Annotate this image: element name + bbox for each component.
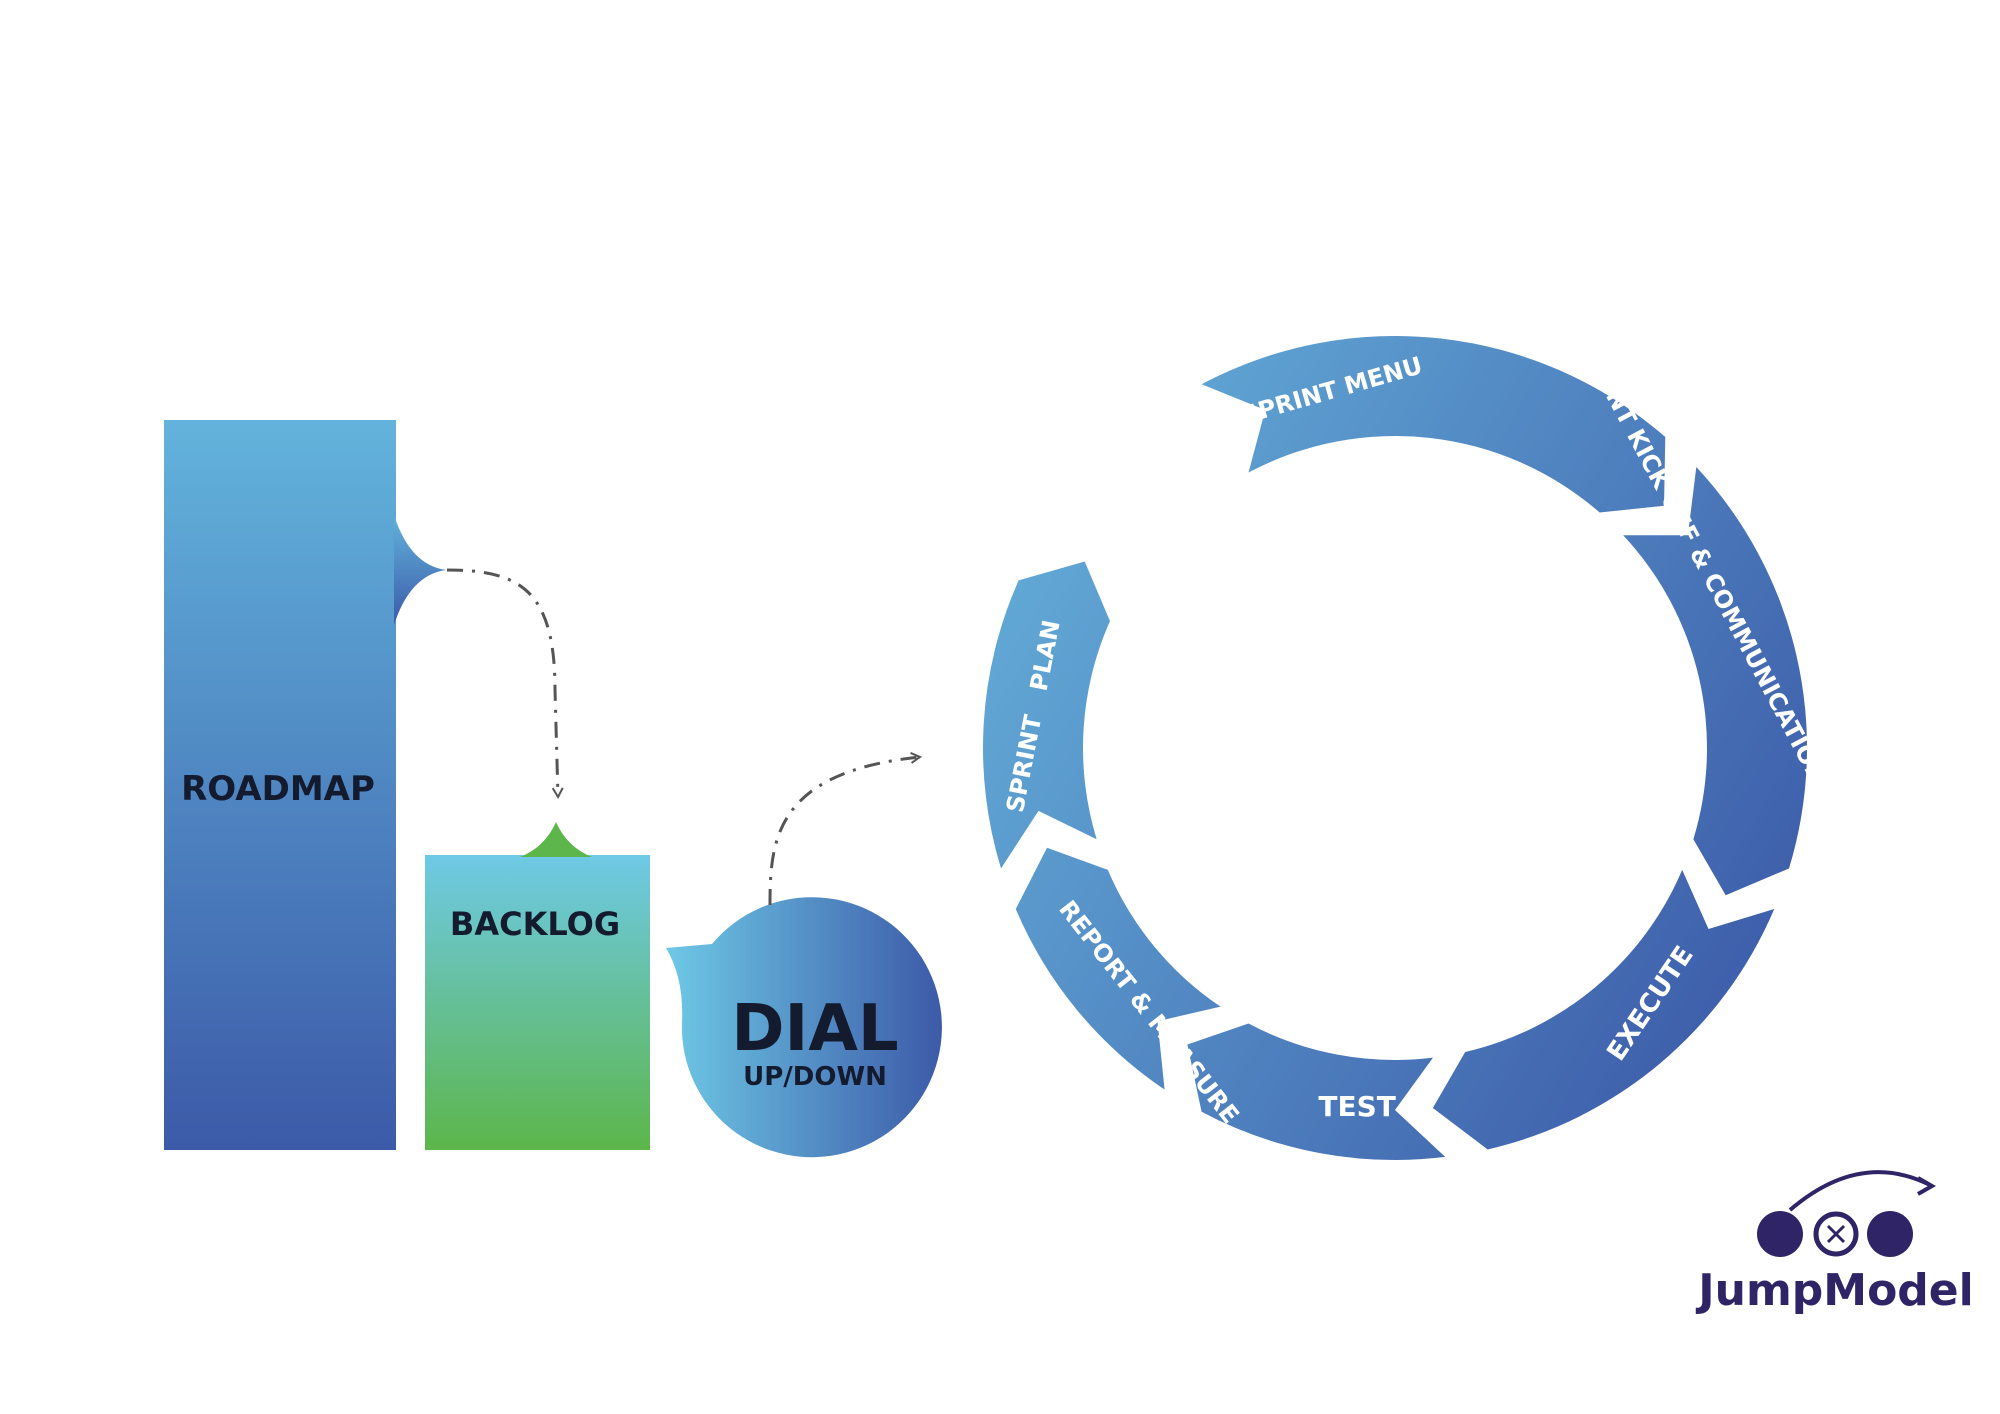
- backlog-tab: [520, 822, 592, 857]
- cycle-segment: [983, 561, 1110, 869]
- logo-text: JumpModel: [1695, 1265, 1973, 1316]
- jump-model-icon: [1757, 1170, 1937, 1257]
- logo-dot-left: [1757, 1211, 1803, 1257]
- connector-roadmap-to-backlog: [446, 568, 558, 797]
- cycle-segment: [1015, 847, 1221, 1090]
- logo-dot-right: [1867, 1211, 1913, 1257]
- cycle-segment: [1201, 336, 1666, 513]
- jump-arc-arrowhead: [1917, 1176, 1937, 1196]
- logo-cross: [1826, 1224, 1846, 1244]
- jump-arc: [1788, 1170, 1931, 1212]
- logo-dot-middle: [1813, 1211, 1859, 1257]
- cycle-step-label: TEST: [1318, 1090, 1396, 1123]
- backlog-rect: [425, 855, 650, 1150]
- dial-title: DIAL: [731, 992, 898, 1066]
- backlog-block: BACKLOG: [425, 822, 650, 1150]
- backlog-label: BACKLOG: [450, 905, 620, 943]
- roadmap-block: ROADMAP: [164, 420, 446, 1150]
- dial-subtitle: UP/DOWN: [743, 1062, 887, 1092]
- roadmap-label: ROADMAP: [181, 769, 375, 809]
- connector-dial-to-cycle: [768, 757, 920, 906]
- jumpmodel-logo: JumpModel: [1695, 1170, 1974, 1316]
- dial-bubble: DIAL UP/DOWN: [666, 897, 942, 1158]
- roadmap-rect: [164, 420, 396, 1150]
- roadmap-tab: [394, 515, 446, 625]
- cycle-segment: [1432, 869, 1775, 1150]
- cycle-segment: [1187, 1023, 1446, 1160]
- cycle-segment: [1623, 467, 1807, 896]
- dial-shape: [666, 897, 942, 1158]
